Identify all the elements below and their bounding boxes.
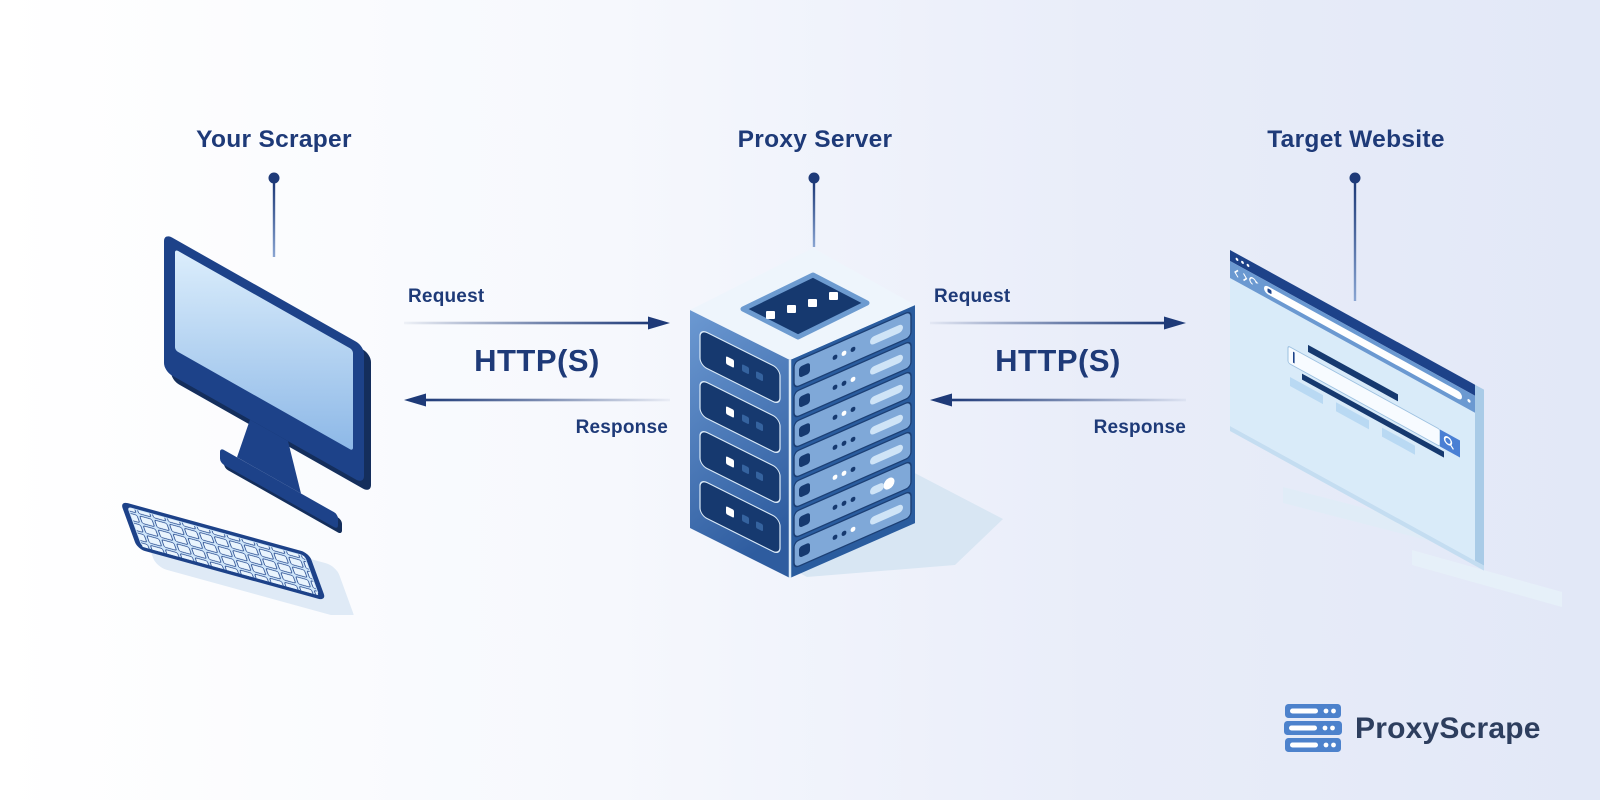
browser-side-edge: [1475, 384, 1484, 566]
server-stack-icon: [1284, 704, 1342, 752]
chip-1: [1290, 376, 1323, 405]
server-top-panel: [740, 272, 870, 340]
server-left-face: [690, 310, 790, 579]
connector-proxy: [808, 172, 820, 247]
underline-bar: [1302, 373, 1444, 458]
browser-window-illustration: [1230, 250, 1562, 607]
brand-logo: ProxyScrape: [1284, 704, 1541, 754]
monitor: [164, 236, 371, 534]
response-arrow-right: [930, 393, 1186, 407]
protocol-label-right: HTTP(S): [995, 343, 1121, 378]
browser-nav-icons: [1234, 269, 1257, 285]
request-arrow-left: [404, 316, 670, 330]
back-icon: [1234, 269, 1239, 278]
request-arrow-right: [930, 316, 1186, 330]
node-label-target: Target Website: [1267, 126, 1445, 153]
monitor-base: [220, 449, 338, 528]
monitor-neck: [237, 419, 301, 494]
browser-window: [1230, 250, 1484, 571]
request-label-left: Request: [408, 286, 485, 307]
node-label-proxy: Proxy Server: [737, 126, 893, 153]
monitor-screen: [175, 250, 353, 450]
browser-shadow-2: [1412, 550, 1562, 607]
text-cursor: [1293, 351, 1295, 364]
node-label-scraper: Your Scraper: [196, 126, 352, 153]
protocol-label-left: HTTP(S): [474, 343, 600, 378]
forward-icon: [1243, 273, 1248, 282]
connector-target: [1349, 172, 1361, 301]
browser-title-bar: [1230, 250, 1475, 396]
response-arrow-left: [404, 393, 670, 407]
heading-bar: [1308, 344, 1398, 402]
url-favicon: [1267, 288, 1272, 294]
chip-3: [1382, 427, 1415, 455]
search-cluster: [1287, 344, 1460, 458]
refresh-icon: [1249, 277, 1257, 285]
proxy-server-illustration: [690, 248, 1003, 579]
request-label-right: Request: [934, 286, 1011, 307]
chip-2: [1336, 402, 1369, 430]
server-right-face: [790, 305, 915, 578]
lock-icon: [1467, 399, 1471, 403]
logo-text: ProxyScrape: [1355, 712, 1541, 745]
url-bar: [1264, 285, 1462, 400]
response-label-left: Response: [575, 417, 668, 438]
keyboard: [122, 502, 325, 600]
magnifier-icon: [1443, 436, 1453, 446]
connector-scraper: [268, 172, 280, 257]
desktop-computer-illustration: [122, 236, 371, 615]
response-label-right: Response: [1093, 417, 1186, 438]
